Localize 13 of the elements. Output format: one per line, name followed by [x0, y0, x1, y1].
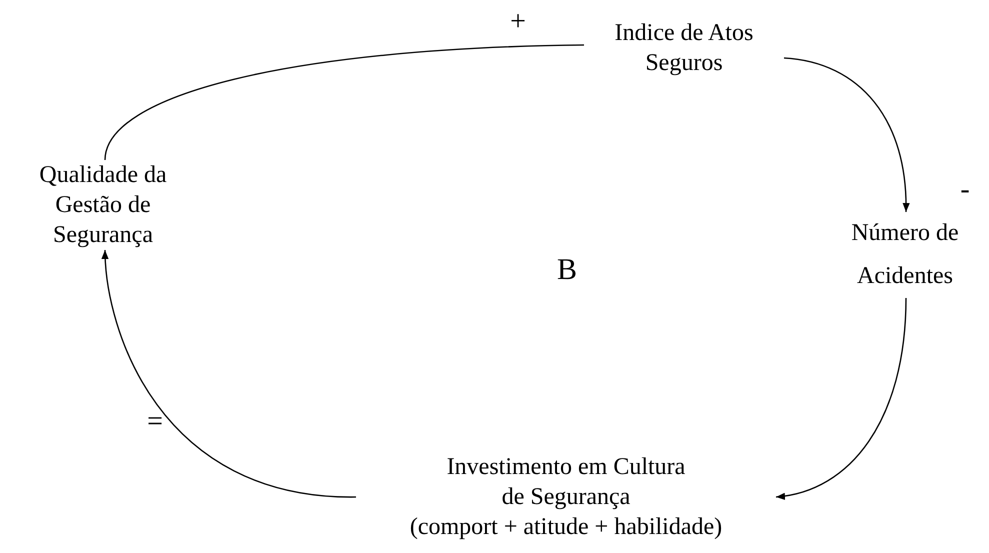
- arrow: [102, 250, 356, 498]
- node-label: Investimento em Cultura de Segurança: [446, 453, 686, 512]
- node-label: Indice de Atos Seguros: [614, 19, 754, 78]
- arrow: [776, 298, 907, 500]
- polarity-sign: +: [510, 8, 526, 36]
- node-label: (comport + atitude + habilidade): [408, 513, 724, 542]
- loop-label: B: [557, 255, 577, 285]
- connector-line: [104, 44, 584, 160]
- node-label: Número de Acidentes: [850, 219, 960, 291]
- arrow: [784, 57, 910, 212]
- node-label: Qualidade da Gestão de Segurança: [38, 161, 168, 250]
- polarity-sign: -: [960, 176, 970, 204]
- polarity-sign: =: [147, 408, 163, 436]
